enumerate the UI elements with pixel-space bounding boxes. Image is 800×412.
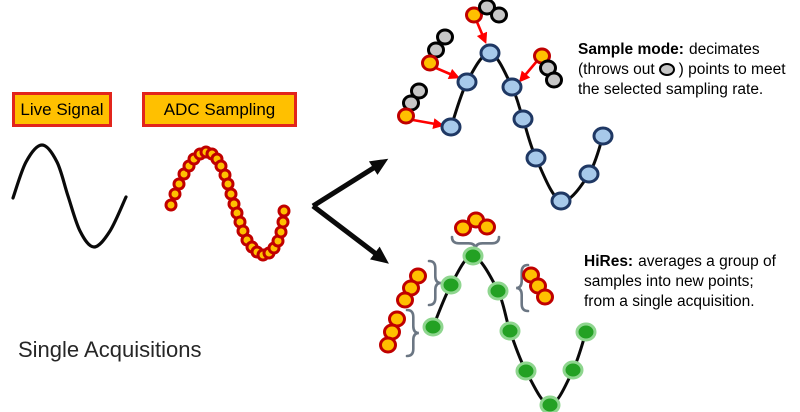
discarded-sample-dot bbox=[490, 6, 508, 24]
averaged-sample-dot bbox=[396, 291, 414, 309]
sample-point-dot bbox=[512, 109, 534, 129]
sample-mode-line2: (throws out) points to meet bbox=[578, 61, 786, 78]
hires-line2: samples into new points; bbox=[584, 273, 754, 290]
hires-point-dot bbox=[562, 360, 584, 380]
sample-point-dot bbox=[592, 126, 614, 146]
adc-sample-dot bbox=[221, 177, 235, 191]
adc-sample-dot bbox=[172, 177, 186, 191]
group-brace bbox=[516, 263, 530, 313]
adc-sample-dot bbox=[274, 225, 288, 239]
sample-mode-annotation: Sample mode:decimates (throws out) point… bbox=[578, 40, 786, 100]
averaged-sample-dot bbox=[478, 218, 496, 236]
sample-mode-line3: the selected sampling rate. bbox=[578, 81, 764, 98]
adc-sample-dot bbox=[224, 187, 238, 201]
averaged-sample-dot bbox=[454, 219, 472, 237]
decimate-arrow bbox=[435, 66, 461, 80]
decimate-arrow bbox=[518, 60, 538, 83]
live-signal-box: Live Signal bbox=[12, 92, 112, 127]
decimate-arrow bbox=[475, 21, 488, 45]
hires-line3: from a single acquisition. bbox=[584, 293, 755, 310]
adc-sampling-box: ADC Sampling bbox=[142, 92, 297, 127]
hires-point-dot bbox=[440, 275, 462, 295]
sample-point-dot bbox=[456, 72, 478, 92]
sample-point-dot bbox=[479, 43, 501, 63]
group-brace bbox=[405, 308, 419, 358]
hires-point-dot bbox=[515, 361, 537, 381]
sample-point-dot bbox=[501, 77, 523, 97]
sample-point-dot bbox=[550, 191, 572, 211]
hires-point-dot bbox=[499, 321, 521, 341]
live-signal-wave bbox=[11, 143, 128, 249]
discarded-sample-dot bbox=[545, 71, 563, 89]
sample-mode-line1: Sample mode:decimates bbox=[578, 41, 760, 58]
split-arrow bbox=[311, 158, 389, 209]
averaged-sample-dot bbox=[379, 336, 397, 354]
discarded-sample-dot bbox=[410, 82, 428, 100]
adc-sampling-label: ADC Sampling bbox=[163, 99, 276, 119]
hires-annotation: HiRes:averages a group of samples into n… bbox=[584, 252, 776, 312]
adc-sample-dot bbox=[164, 198, 178, 212]
split-arrow bbox=[311, 204, 389, 264]
gray-dot-icon bbox=[658, 63, 675, 76]
single-acquisitions-label: Single Acquisitions bbox=[18, 337, 202, 362]
hires-line1: HiRes:averages a group of bbox=[584, 253, 776, 270]
hires-point-dot bbox=[487, 281, 509, 301]
adc-sample-dot bbox=[277, 204, 291, 218]
sample-point-dot bbox=[440, 117, 462, 137]
averaged-sample-dot bbox=[536, 288, 554, 306]
kept-sample-dot bbox=[421, 54, 439, 72]
group-brace bbox=[427, 259, 441, 307]
discarded-sample-dot bbox=[478, 0, 496, 16]
kept-sample-dot bbox=[465, 6, 483, 24]
live-signal-label: Live Signal bbox=[20, 99, 104, 119]
sample-point-dot bbox=[578, 164, 600, 184]
discarded-sample-dot bbox=[436, 28, 454, 46]
adc-sample-dot bbox=[276, 215, 290, 229]
hires-heading: HiRes: bbox=[584, 253, 634, 270]
decimate-arrow bbox=[412, 118, 445, 130]
hires-point-dot bbox=[539, 395, 561, 412]
sample-mode-heading: Sample mode: bbox=[578, 41, 684, 58]
kept-sample-dot bbox=[397, 107, 415, 125]
hires-point-dot bbox=[575, 322, 597, 342]
sample-point-dot bbox=[525, 148, 547, 168]
hires-point-dot bbox=[462, 246, 484, 266]
hires-point-dot bbox=[422, 317, 444, 337]
adc-sample-dot bbox=[168, 187, 182, 201]
